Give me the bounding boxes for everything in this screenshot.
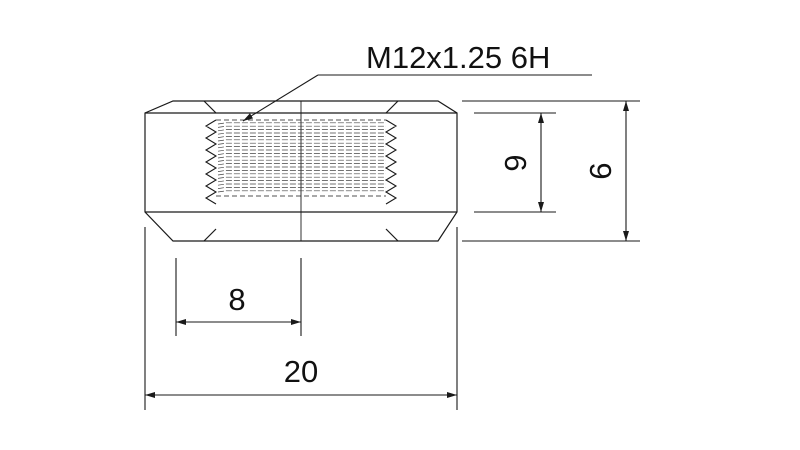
countersink-right-top bbox=[385, 100, 399, 114]
countersink-right-bottom bbox=[385, 228, 399, 242]
dimension-height bbox=[462, 100, 640, 242]
thread-hatch-line bbox=[217, 159, 386, 162]
thread-hatch-line bbox=[217, 153, 386, 155]
thread-hatch-line bbox=[217, 149, 386, 152]
thread-hatch-line bbox=[217, 183, 386, 186]
thread-hatch-line bbox=[217, 163, 386, 166]
thread-hatch-line bbox=[217, 129, 386, 132]
thread-hatch-line bbox=[217, 176, 386, 179]
countersink-left-top bbox=[203, 100, 217, 114]
dimension-label-length: 20 bbox=[284, 354, 318, 389]
thread-hatch-line bbox=[217, 180, 386, 183]
thread-hatch-line bbox=[217, 170, 386, 172]
thread-hatch-line bbox=[217, 125, 386, 128]
thread-hatch-line bbox=[217, 136, 386, 138]
thread-hatch-line bbox=[217, 166, 386, 169]
countersink-left-bottom bbox=[203, 228, 217, 242]
thread-profile-left bbox=[204, 119, 218, 205]
dimension-label-thread-extent: 6 bbox=[498, 154, 533, 171]
thread-hatch-line bbox=[217, 156, 386, 159]
thread-hatch-line bbox=[217, 142, 386, 145]
dimension-label-depth: 8 bbox=[228, 282, 245, 317]
thread-hatch-line bbox=[217, 132, 386, 135]
part-body bbox=[144, 100, 458, 242]
dimension-length bbox=[144, 227, 458, 410]
thread-hatch-line bbox=[217, 122, 386, 125]
thread-profile-right bbox=[384, 119, 398, 205]
thread-hatch-line bbox=[217, 146, 386, 149]
thread-hatch-line bbox=[217, 173, 386, 176]
dimension-thread-extent bbox=[474, 112, 556, 213]
dimension-depth bbox=[175, 258, 302, 336]
callout-leader bbox=[242, 74, 592, 122]
thread-hatch-line bbox=[217, 190, 386, 193]
dimension-label-height: 9 bbox=[583, 162, 618, 179]
nut-outline bbox=[144, 100, 458, 242]
thread-hatch-line bbox=[217, 187, 386, 189]
callout-arrow bbox=[242, 74, 319, 122]
thread-callout-text: M12x1.25 6H bbox=[366, 40, 550, 75]
thread-hatch-line bbox=[217, 139, 386, 142]
thread-region bbox=[204, 119, 398, 205]
